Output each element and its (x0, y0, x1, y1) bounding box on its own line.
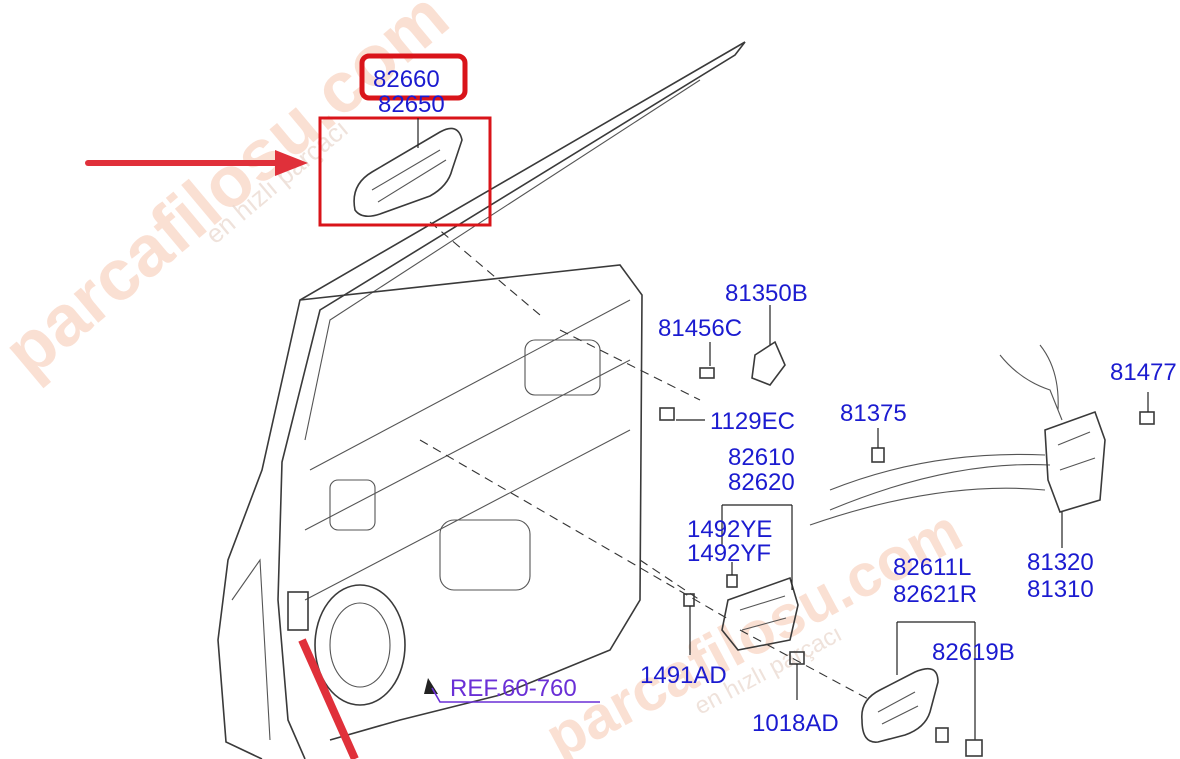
screw-81477 (1139, 411, 1155, 425)
panel-cutout-2 (524, 339, 601, 396)
callout-1018AD[interactable]: 1018AD (752, 710, 839, 737)
callout-82611L[interactable]: 82611L (893, 554, 971, 581)
callout-1492YE[interactable]: 1492YE (687, 516, 772, 543)
speaker-inner (329, 602, 391, 688)
door-hinge (287, 591, 309, 631)
callout-81320[interactable]: 81320 (1027, 549, 1094, 576)
callout-81375[interactable]: 81375 (840, 400, 907, 427)
projection-bracket (419, 439, 731, 621)
callout-82620[interactable]: 82620 (728, 469, 795, 496)
arrow-lower (298, 638, 359, 759)
ref-text[interactable]: REF.60-760 (450, 675, 577, 702)
window-sash (304, 79, 701, 441)
projection-handle (429, 221, 541, 316)
reference-label[interactable]: REF.60-760 (424, 675, 600, 703)
callout-82650[interactable]: 82650 (378, 91, 445, 118)
cap-82619B (965, 739, 983, 757)
callout-81350B[interactable]: 81350B (725, 280, 808, 307)
clip-1492YE (726, 574, 738, 588)
door-frame-inner (277, 41, 746, 759)
bolt-1129EC (659, 407, 675, 421)
bracket-detail (739, 595, 787, 631)
inner-handle-detail (877, 691, 919, 725)
watermark-brand: parcafilosu.com (0, 0, 463, 392)
panel-cutout-1 (329, 479, 376, 531)
striker-bracket (659, 305, 786, 421)
speaker-opening (314, 584, 406, 706)
callout-82660[interactable]: 82660 (373, 66, 440, 93)
callout-81310[interactable]: 81310 (1027, 576, 1094, 603)
callout-1492YF[interactable]: 1492YF (687, 540, 771, 567)
bracket-82610 (721, 576, 799, 651)
leader-82610-bracket (721, 504, 793, 590)
callout-81456C[interactable]: 81456C (658, 315, 742, 342)
callout-1491AD[interactable]: 1491AD (640, 662, 727, 689)
callout-82610[interactable]: 82610 (728, 444, 795, 471)
screw-inner-handle (935, 727, 949, 743)
screw-81456C (699, 367, 715, 379)
part-number-highlight-box (359, 53, 468, 101)
bracket-81350B (751, 340, 786, 386)
outer-handle-detail (371, 149, 447, 203)
ref-pointer (424, 678, 438, 694)
callout-1129EC[interactable]: 1129EC (710, 408, 795, 435)
latch-cables (809, 453, 1051, 526)
inner-handle-body (861, 667, 939, 743)
inner-handle-bracket (683, 504, 805, 700)
door-panel-ribs (304, 299, 631, 601)
leader-82611L-bracket (896, 621, 976, 740)
callout-82621R[interactable]: 82621R (893, 581, 977, 608)
latch-body (1044, 410, 1106, 513)
callout-81477[interactable]: 81477 (1110, 359, 1177, 386)
door-latch (809, 344, 1155, 548)
clip-81375 (871, 447, 885, 463)
watermark: parcafilosu.com en hızlı parçacı parcafi… (0, 0, 972, 759)
panel-cutout-3 (439, 519, 531, 591)
outer-handle-body (353, 127, 463, 218)
projection-bolt (559, 329, 701, 401)
latch-detail (1057, 431, 1096, 471)
ref-underline (431, 687, 600, 703)
clip-1491AD (683, 593, 695, 607)
handle-highlight-box (318, 116, 492, 227)
door-hinge-edge (231, 558, 271, 741)
callout-82619B[interactable]: 82619B (932, 639, 1015, 666)
inner-handle (861, 621, 983, 757)
pointer-arrows (85, 150, 359, 759)
projection-handle-inner (739, 629, 871, 701)
outer-handle-part[interactable] (318, 116, 492, 227)
arrow-head (275, 150, 308, 176)
door-panel-edge (299, 264, 643, 741)
latch-rods (999, 344, 1063, 421)
door-assembly (217, 41, 746, 759)
